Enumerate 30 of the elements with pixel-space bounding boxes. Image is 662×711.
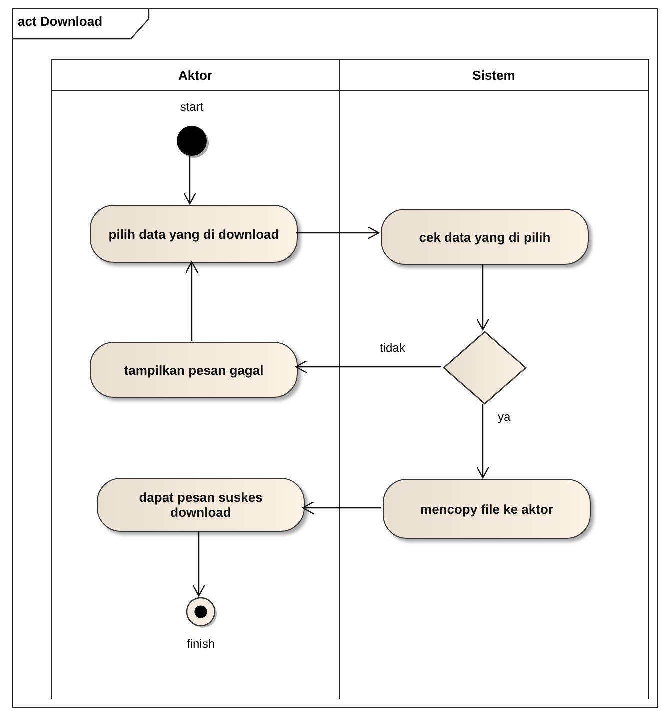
- flow-arrow: [192, 531, 206, 597]
- action-box: [383, 479, 591, 539]
- action-label: cek data yang di pilih: [419, 230, 551, 244]
- flow-arrow: [476, 404, 490, 479]
- action-label: tampilkan pesan gagal: [124, 362, 264, 378]
- diagram-frame: [12, 8, 658, 708]
- flow-arrow: [296, 226, 380, 240]
- action-box: [97, 478, 305, 532]
- action-box: [90, 205, 298, 263]
- flow-arrow: [476, 264, 490, 331]
- node-caption: start: [180, 100, 204, 114]
- node-caption: finish: [187, 637, 215, 651]
- decision-diamond: [443, 331, 527, 405]
- flow-arrow: [295, 360, 441, 374]
- lane-title: Sistem: [472, 68, 516, 82]
- action-label: pilih data yang di download: [108, 226, 280, 242]
- action-box: [90, 342, 298, 398]
- flow-arrow: [185, 261, 199, 341]
- edge-label: tidak: [379, 341, 406, 355]
- swimlane: [339, 59, 649, 699]
- lane-title: Aktor: [178, 68, 212, 82]
- start-node: [176, 125, 208, 157]
- action-label: mencopy file ke aktor: [420, 502, 554, 516]
- flow-arrow: [183, 156, 197, 205]
- frame-title: act Download: [18, 14, 103, 29]
- action-label: dapat pesan suskes download: [138, 490, 264, 520]
- swimlane: [51, 59, 340, 699]
- action-box: [381, 209, 589, 265]
- final-node: [186, 597, 216, 627]
- flow-arrow: [302, 501, 381, 515]
